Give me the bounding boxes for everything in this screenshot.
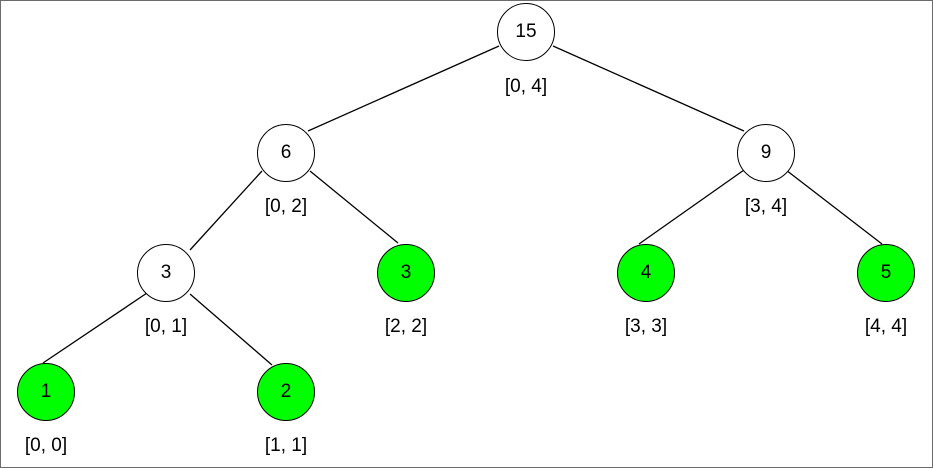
node-value: 5: [880, 262, 892, 283]
node-value: 15: [515, 21, 537, 42]
tree-node-leaf-n0_0: 1: [17, 363, 75, 421]
node-range-label: [3, 3]: [624, 316, 668, 337]
node-value: 3: [400, 262, 412, 283]
node-value: 1: [40, 381, 52, 402]
tree-node-n3_4: 9: [737, 124, 795, 182]
node-value: 9: [760, 142, 772, 163]
node-range-label: [0, 0]: [24, 435, 68, 456]
edge-n0_1-to-n0_0: [42, 292, 148, 364]
edge-n0_1-to-n1_1: [189, 293, 273, 366]
node-value: 2: [280, 381, 292, 402]
node-value: 4: [640, 262, 652, 283]
tree-node-leaf-n2_2: 3: [377, 244, 435, 302]
node-range-label: [0, 1]: [144, 316, 188, 337]
edge-root-to-left: [307, 45, 500, 132]
edge-n3_4-to-n3_3: [638, 169, 745, 245]
node-value: 6: [280, 142, 292, 163]
node-value: 3: [160, 262, 172, 283]
node-range-label: [0, 4]: [504, 76, 548, 97]
node-range-label: [4, 4]: [864, 316, 908, 337]
node-range-label: [1, 1]: [264, 435, 308, 456]
edge-n0_2-to-n2_2: [309, 170, 399, 244]
edge-root-to-right: [552, 45, 745, 132]
node-range-label: [0, 2]: [264, 196, 308, 217]
node-range-label: [3, 4]: [744, 196, 788, 217]
node-range-label: [2, 2]: [384, 316, 428, 337]
tree-node-leaf-n1_1: 2: [257, 363, 315, 421]
tree-node-root: 15: [497, 3, 555, 61]
tree-node-leaf-n4_4: 5: [857, 244, 915, 302]
edge-n0_2-to-n0_1: [189, 170, 263, 251]
tree-node-leaf-n3_3: 4: [617, 244, 675, 302]
tree-node-n0_2: 6: [257, 124, 315, 182]
tree-node-n0_1: 3: [137, 244, 195, 302]
edge-n3_4-to-n4_4: [785, 169, 883, 245]
